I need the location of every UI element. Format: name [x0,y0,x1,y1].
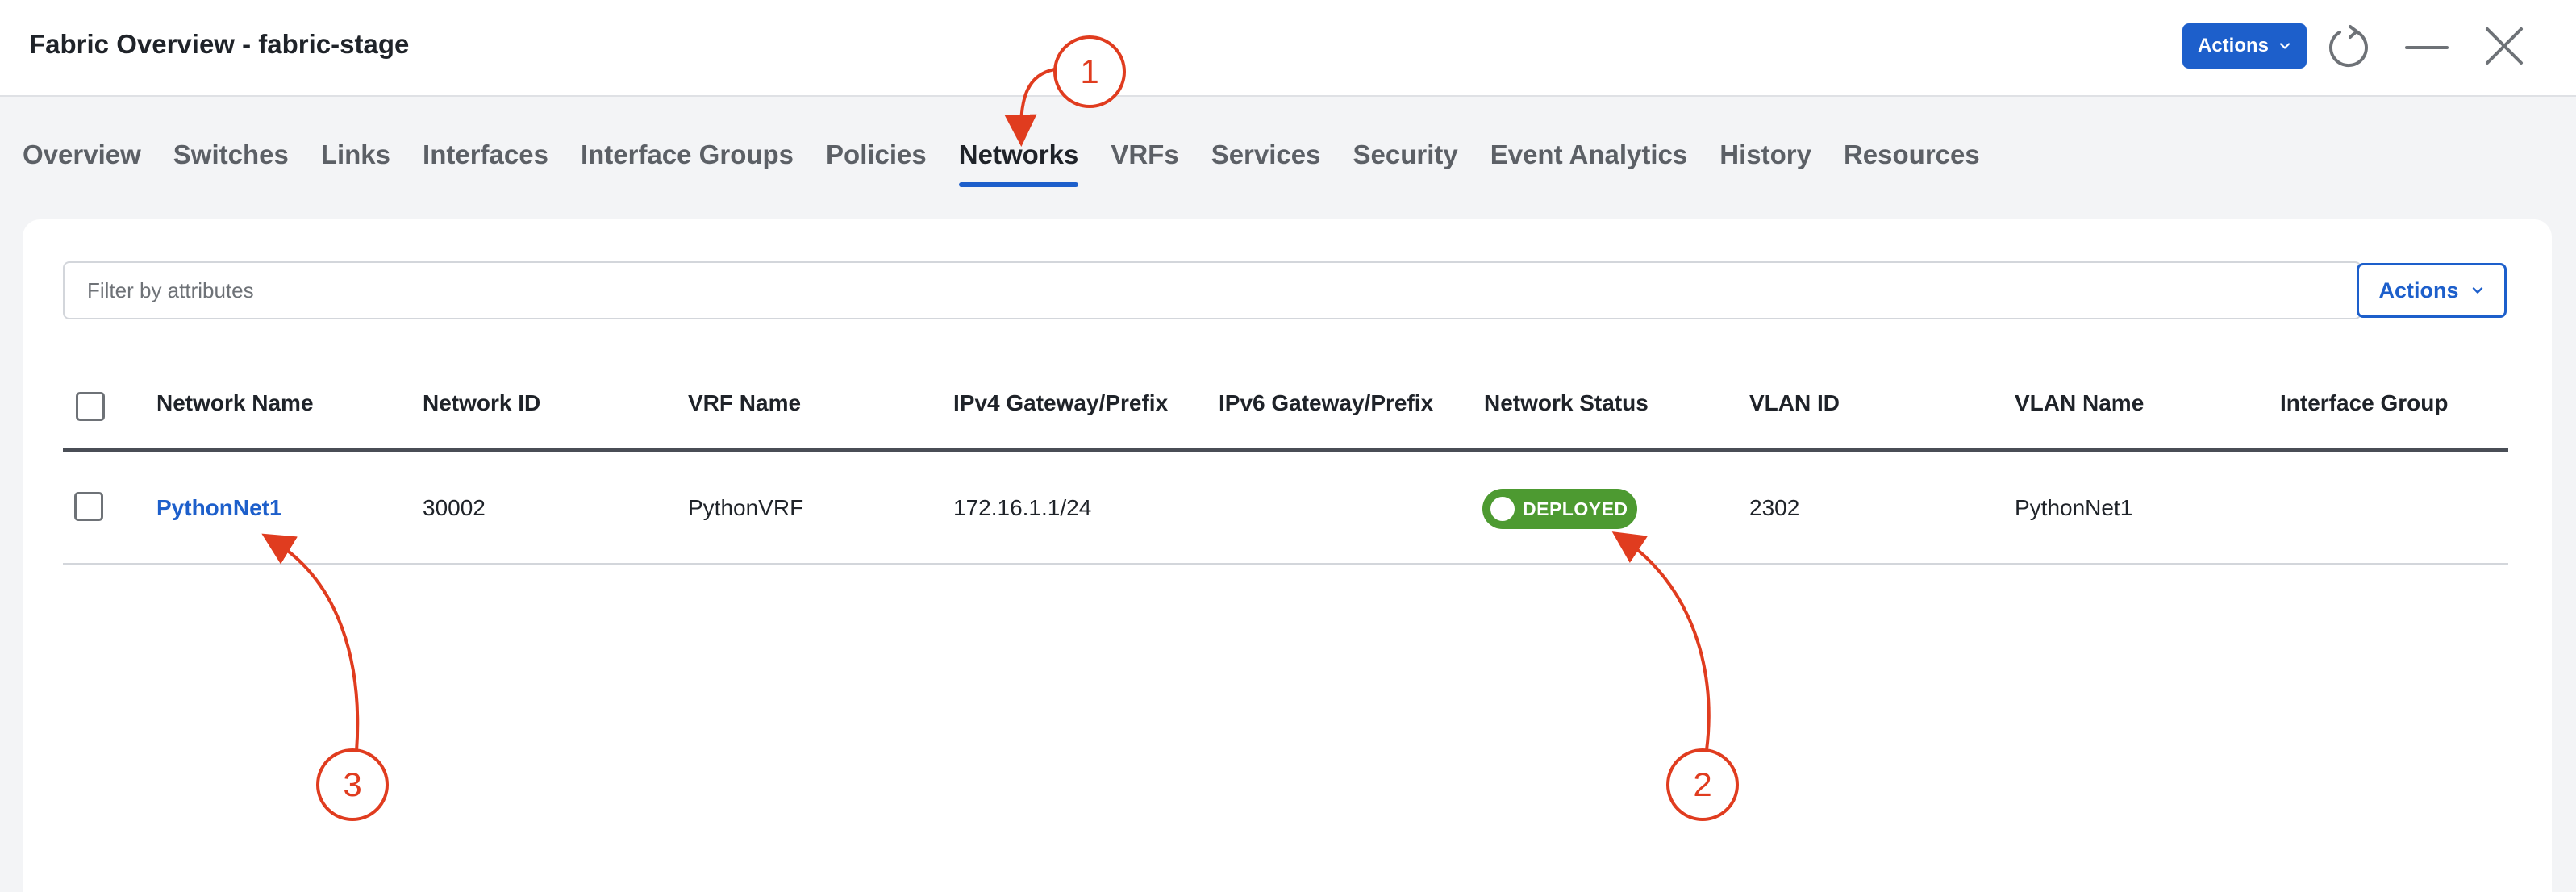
tab-links[interactable]: Links [320,140,391,169]
col-ipv6-gateway[interactable]: IPv6 Gateway/Prefix [1219,390,1434,415]
networks-panel: Actions Network Name Network ID VRF Name… [23,219,2552,892]
vlan-id-cell: 2302 [1749,495,1800,520]
chevron-down-icon [2279,43,2290,49]
tab-security[interactable]: Security [1353,140,1458,169]
minimize-icon [2405,46,2449,49]
tab-interfaces[interactable]: Interfaces [423,140,548,169]
col-vrf-name[interactable]: VRF Name [688,390,802,415]
refresh-button[interactable] [2324,21,2374,71]
col-vlan-id[interactable]: VLAN ID [1749,390,1840,415]
col-network-id[interactable]: Network ID [423,390,541,415]
vlan-name-cell: PythonNet1 [2015,495,2133,520]
tab-interface-groups[interactable]: Interface Groups [580,140,794,169]
table-actions-button[interactable]: Actions [2357,263,2507,318]
callout-marker-3: 3 [316,748,389,821]
tab-vrfs[interactable]: VRFs [1111,140,1179,169]
page-title: Fabric Overview - fabric-stage [29,29,410,59]
col-network-status[interactable]: Network Status [1484,390,1649,415]
status-badge: DEPLOYED [1482,489,1637,529]
callout-marker-1: 1 [1053,35,1126,108]
tab-event-analytics[interactable]: Event Analytics [1490,140,1688,169]
status-dot-icon [1490,497,1515,521]
window-header: Fabric Overview - fabric-stage Actions [0,0,2576,97]
col-interface-group[interactable]: Interface Group [2280,390,2449,415]
tab-overview[interactable]: Overview [23,140,141,169]
tab-history[interactable]: History [1719,140,1811,169]
chevron-down-icon [2472,287,2482,294]
network-name-link[interactable]: PythonNet1 [156,495,282,520]
row-checkbox[interactable] [74,492,103,521]
minimize-button[interactable] [2402,21,2452,71]
select-all-checkbox[interactable] [76,392,105,421]
tab-bar: Overview Switches Links Interfaces Inter… [23,135,1980,192]
tab-services[interactable]: Services [1211,140,1321,169]
tab-networks[interactable]: Networks [958,135,1078,187]
vrf-name-cell: PythonVRF [688,495,804,520]
tab-policies[interactable]: Policies [826,140,927,169]
header-actions-button[interactable]: Actions [2182,23,2307,69]
table-header: Network Name Network ID VRF Name IPv4 Ga… [63,355,2508,452]
ipv4-cell: 172.16.1.1/24 [953,495,1092,520]
col-network-name[interactable]: Network Name [156,390,314,415]
close-icon [2486,27,2523,65]
table-actions-label: Actions [2378,277,2459,302]
table-row: PythonNet1 30002 PythonVRF 172.16.1.1/24… [63,455,2508,565]
tab-resources[interactable]: Resources [1843,140,1980,169]
filter-input[interactable] [63,261,2361,319]
refresh-icon [2328,25,2368,68]
close-button[interactable] [2479,21,2529,71]
col-ipv4-gateway[interactable]: IPv4 Gateway/Prefix [953,390,1169,415]
callout-marker-2: 2 [1666,748,1739,821]
header-actions-label: Actions [2197,35,2269,56]
network-id-cell: 30002 [423,495,486,520]
status-badge-label: DEPLOYED [1523,498,1628,519]
col-vlan-name[interactable]: VLAN Name [2015,390,2145,415]
tab-switches[interactable]: Switches [173,140,289,169]
